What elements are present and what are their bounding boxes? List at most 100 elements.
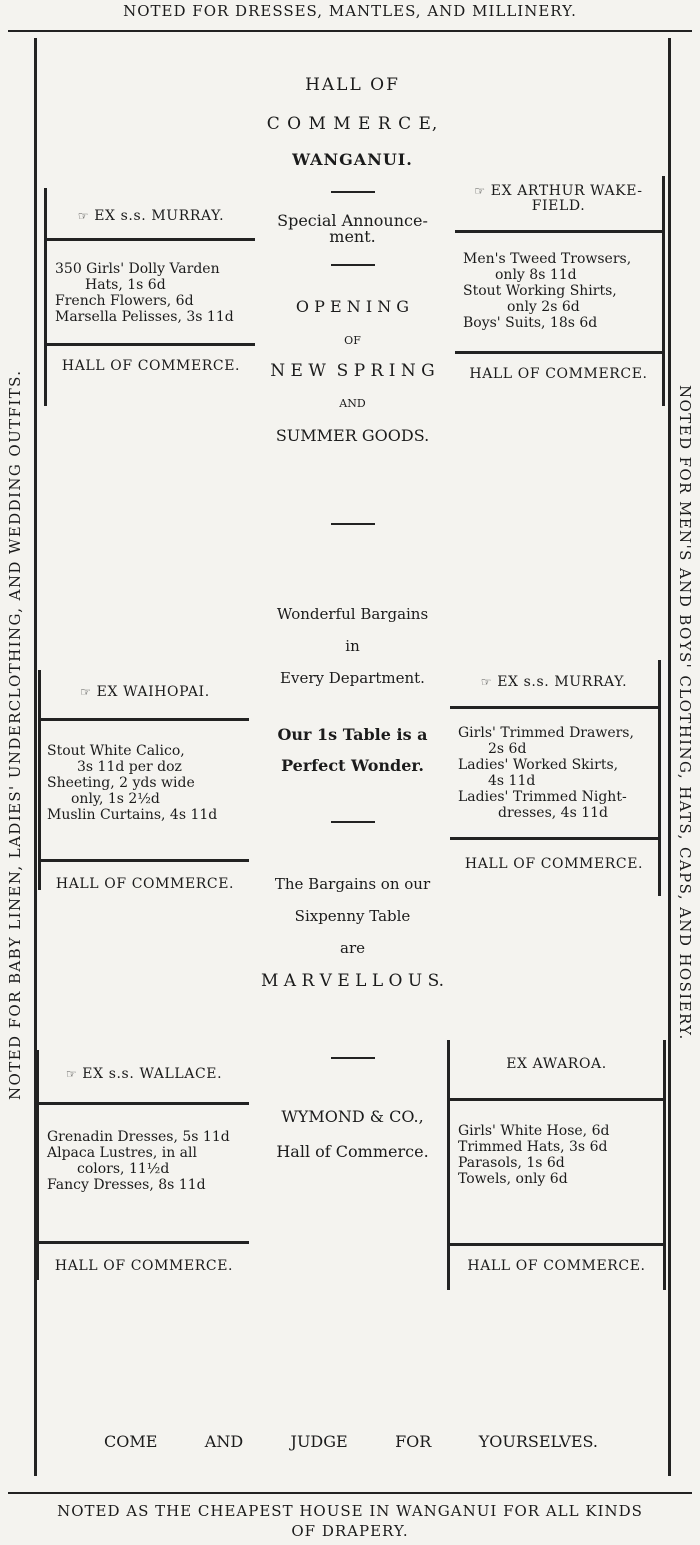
box-5-rule-bottom <box>39 1241 249 1244</box>
center-every-department: Every Department. <box>280 669 425 687</box>
box-ex-arthur-wakefield: ☞ EX ARTHUR WAKE- FIELD. Men's Tweed Tro… <box>455 176 665 406</box>
box-5-items: Grenadin Dresses, 5s 11d Alpaca Lustres,… <box>39 1129 249 1193</box>
box-3-rule-top <box>41 718 249 721</box>
box-2-footer: HALL OF COMMERCE. <box>469 366 648 382</box>
center-hall-of-commerce: Hall of Commerce. <box>276 1142 429 1161</box>
center-commerce: C O M M E R C E, <box>266 114 439 134</box>
box-1-rule-bottom <box>47 343 255 346</box>
box-1-item: 350 Girls' Dolly Varden <box>55 261 220 277</box>
come-word-4: FOR <box>395 1432 432 1451</box>
box-1-item: Hats, 1s 6d <box>85 277 166 293</box>
center-and: AND <box>339 397 366 410</box>
bottom-rule <box>8 1492 692 1494</box>
box-1-item: French Flowers, 6d <box>55 293 194 309</box>
box-3-header: ☞ EX WAIHOPAI. <box>41 684 249 700</box>
come-word-5: YOURSELVES. <box>478 1432 598 1451</box>
box-4-items: Girls' Trimmed Drawers, 2s 6d Ladies' Wo… <box>450 725 658 821</box>
header-text: NOTED FOR DRESSES, MANTLES, AND MILLINER… <box>123 2 577 20</box>
box-ex-waihopai: ☞ EX WAIHOPAI. Stout White Calico, 3s 11… <box>38 670 249 892</box>
box-3-rule-bottom <box>41 859 249 862</box>
come-word-1: COME <box>104 1432 158 1451</box>
box-2-header: ☞ EX ARTHUR WAKE- FIELD. <box>455 184 662 214</box>
box-ex-murray-2: ☞ EX s.s. MURRAY. Girls' Trimmed Drawers… <box>450 660 661 896</box>
box-4-rule-bottom <box>450 837 658 840</box>
box-4-title: EX s.s. MURRAY. <box>497 674 628 690</box>
box-3-title: EX WAIHOPAI. <box>96 684 210 700</box>
center-bargains: The Bargains on our <box>274 875 431 893</box>
box-4-item: Ladies' Worked Skirts, <box>458 757 619 773</box>
box-5-item: Alpaca Lustres, in all <box>47 1145 197 1161</box>
footer-line-2: OF DRAPERY. <box>291 1522 409 1540</box>
box-5-item: colors, 11½d <box>77 1161 170 1177</box>
center-in: in <box>345 637 360 655</box>
box-6-header: EX AWAROA. <box>450 1056 663 1072</box>
box-2-item: only 2s 6d <box>507 299 580 315</box>
box-1-rule-top <box>47 238 255 241</box>
box-ex-murray-1: ☞ EX s.s. MURRAY. 350 Girls' Dolly Varde… <box>44 188 255 406</box>
box-2-rule-bottom <box>455 351 662 354</box>
center-marvellous: M A R V E L L O U S. <box>260 971 445 991</box>
box-ex-wallace: ☞ EX s.s. WALLACE. Grenadin Dresses, 5s … <box>36 1050 249 1280</box>
box-3-item: Stout White Calico, <box>47 743 185 759</box>
pointing-hand-icon: ☞ <box>480 675 493 689</box>
box-ex-awaroa: EX AWAROA. Girls' White Hose, 6d Trimmed… <box>447 1040 666 1290</box>
box-2-items: Men's Tweed Trowsers, only 8s 11d Stout … <box>455 251 662 331</box>
come-and-judge: COME AND JUDGE FOR YOURSELVES. <box>104 1432 598 1451</box>
box-2-item: Boys' Suits, 18s 6d <box>463 315 598 331</box>
box-5-item: Fancy Dresses, 8s 11d <box>47 1177 206 1193</box>
pointing-hand-icon: ☞ <box>77 209 90 223</box>
center-divider-5 <box>330 1057 375 1059</box>
footer-line-1: NOTED AS THE CHEAPEST HOUSE IN WANGANUI … <box>57 1502 643 1520</box>
header-rule <box>8 30 692 32</box>
pointing-hand-icon: ☞ <box>65 1067 78 1081</box>
left-border <box>34 38 37 1476</box>
center-wymond: WYMOND & CO., <box>281 1107 424 1126</box>
box-3-item: Sheeting, 2 yds wide <box>47 775 195 791</box>
box-6-footer: HALL OF COMMERCE. <box>467 1258 646 1274</box>
box-6-item: Parasols, 1s 6d <box>458 1155 565 1171</box>
box-5-rule-top <box>39 1102 249 1105</box>
box-1-items: 350 Girls' Dolly Varden Hats, 1s 6d Fren… <box>47 261 255 325</box>
box-4-header: ☞ EX s.s. MURRAY. <box>450 674 658 690</box>
center-wanganui: WANGANUI. <box>292 150 413 169</box>
center-of: OF <box>344 334 361 347</box>
pointing-hand-icon: ☞ <box>80 685 92 699</box>
left-side-text: NOTED FOR BABY LINEN, LADIES' UNDERCLOTH… <box>6 369 24 1100</box>
center-wonderful: Wonderful Bargains <box>276 605 429 623</box>
box-6-item: Towels, only 6d <box>458 1171 568 1187</box>
center-ment: ment. <box>329 227 376 246</box>
box-2-item: Stout Working Shirts, <box>463 283 617 299</box>
right-side-text: NOTED FOR MEN'S AND BOYS' CLOTHING, HATS… <box>676 385 694 1041</box>
center-opening: O P E N I N G <box>295 297 410 316</box>
box-3-item: 3s 11d per doz <box>77 759 182 775</box>
box-5-footer: HALL OF COMMERCE. <box>54 1258 234 1274</box>
box-2-title-2: FIELD. <box>531 198 586 214</box>
come-word-2: AND <box>204 1432 244 1451</box>
box-1-item: Marsella Pelisses, 3s 11d <box>55 309 234 325</box>
center-one-shilling: Our 1s Table is a <box>277 725 428 744</box>
center-hall-of: HALL OF <box>305 75 400 95</box>
center-divider-1 <box>330 191 375 193</box>
box-4-item: Ladies' Trimmed Night- <box>458 789 627 805</box>
box-4-item: dresses, 4s 11d <box>498 805 608 821</box>
box-6-rule-bottom <box>450 1243 663 1246</box>
center-new-spring: N E W S P R I N G <box>270 361 435 381</box>
box-3-footer: HALL OF COMMERCE. <box>55 876 235 892</box>
box-2-title-1: EX ARTHUR WAKE- <box>490 183 643 199</box>
box-6-item: Girls' White Hose, 6d <box>458 1123 610 1139</box>
box-1-title: EX s.s. MURRAY. <box>94 208 225 224</box>
pointing-hand-icon: ☞ <box>474 184 486 198</box>
box-5-item: Grenadin Dresses, 5s 11d <box>47 1129 230 1145</box>
center-column: HALL OF C O M M E R C E, WANGANUI. Speci… <box>250 75 455 1161</box>
box-6-title: EX AWAROA. <box>506 1056 607 1072</box>
box-4-item: 2s 6d <box>488 741 527 757</box>
box-4-item: Girls' Trimmed Drawers, <box>458 725 634 741</box>
center-divider-4 <box>330 821 375 823</box>
center-summer-goods: SUMMER GOODS. <box>275 426 430 445</box>
box-1-footer: HALL OF COMMERCE. <box>61 358 241 374</box>
center-special: Special Announce- <box>277 211 428 230</box>
box-6-rule-top <box>450 1098 663 1101</box>
center-sixpenny: Sixpenny Table <box>294 907 411 925</box>
box-5-header: ☞ EX s.s. WALLACE. <box>39 1066 249 1082</box>
center-divider-3 <box>330 523 375 525</box>
